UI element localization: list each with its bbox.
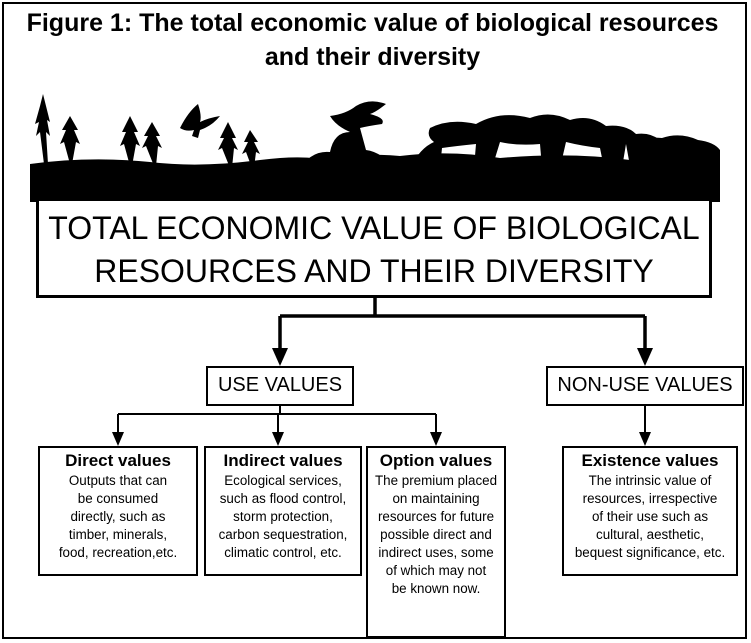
option-values-box: Option values The premium placed on main…: [366, 446, 506, 638]
indirect-values-line: such as flood control,: [219, 491, 347, 506]
main-box-line-2: RESOURCES AND THEIR DIVERSITY: [94, 253, 654, 289]
direct-values-line: food, recreation,etc.: [58, 545, 178, 560]
indirect-values-title: Indirect values: [223, 451, 343, 470]
option-values-line: resources for future: [377, 509, 495, 524]
existence-values-line: The intrinsic value of: [588, 473, 712, 488]
existence-values-line: of their use such as: [591, 509, 709, 524]
figure-title: Figure 1: The total economic value of bi…: [20, 6, 725, 74]
use-values-box: USE VALUES: [206, 366, 354, 406]
direct-values-line: be consumed: [77, 491, 159, 506]
option-values-line: indirect uses, some: [378, 545, 494, 560]
existence-values-line: resources, irrespective: [582, 491, 718, 506]
direct-values-title: Direct values: [65, 451, 171, 470]
indirect-values-line: storm protection,: [233, 509, 333, 524]
option-values-line: possible direct and: [380, 527, 492, 542]
option-values-line: The premium placed: [374, 473, 498, 488]
indirect-values-line: Ecological services,: [224, 473, 342, 488]
direct-values-line: timber, minerals,: [68, 527, 168, 542]
option-values-line: on maintaining: [392, 491, 480, 506]
figure-title-line-2: and their diversity: [264, 43, 481, 71]
existence-values-title: Existence values: [581, 451, 719, 470]
existence-values-box: Existence values The intrinsic value of …: [562, 446, 738, 576]
existence-values-line: cultural, aesthetic,: [596, 527, 704, 542]
use-values-label: USE VALUES: [217, 374, 343, 396]
non-use-values-label: NON-USE VALUES: [557, 374, 733, 396]
landscape-silhouette: [30, 94, 720, 202]
option-values-title: Option values: [379, 451, 493, 470]
direct-values-line: Outputs that can: [68, 473, 168, 488]
total-economic-value-box: TOTAL ECONOMIC VALUE OF BIOLOGICAL RESOU…: [36, 198, 712, 298]
main-box-line-1: TOTAL ECONOMIC VALUE OF BIOLOGICAL: [48, 210, 700, 246]
non-use-values-box: NON-USE VALUES: [546, 366, 744, 406]
indirect-values-line: climatic control, etc.: [224, 545, 342, 560]
figure-title-line-1: Figure 1: The total economic value of bi…: [26, 9, 719, 37]
existence-values-line: bequest significance, etc.: [574, 545, 726, 560]
option-values-line: of which may not: [385, 563, 487, 578]
direct-values-line: directly, such as: [70, 509, 166, 524]
option-values-line: be known now.: [391, 581, 481, 596]
indirect-values-box: Indirect values Ecological services, suc…: [204, 446, 362, 576]
indirect-values-line: carbon sequestration,: [218, 527, 348, 542]
direct-values-box: Direct values Outputs that can be consum…: [38, 446, 198, 576]
